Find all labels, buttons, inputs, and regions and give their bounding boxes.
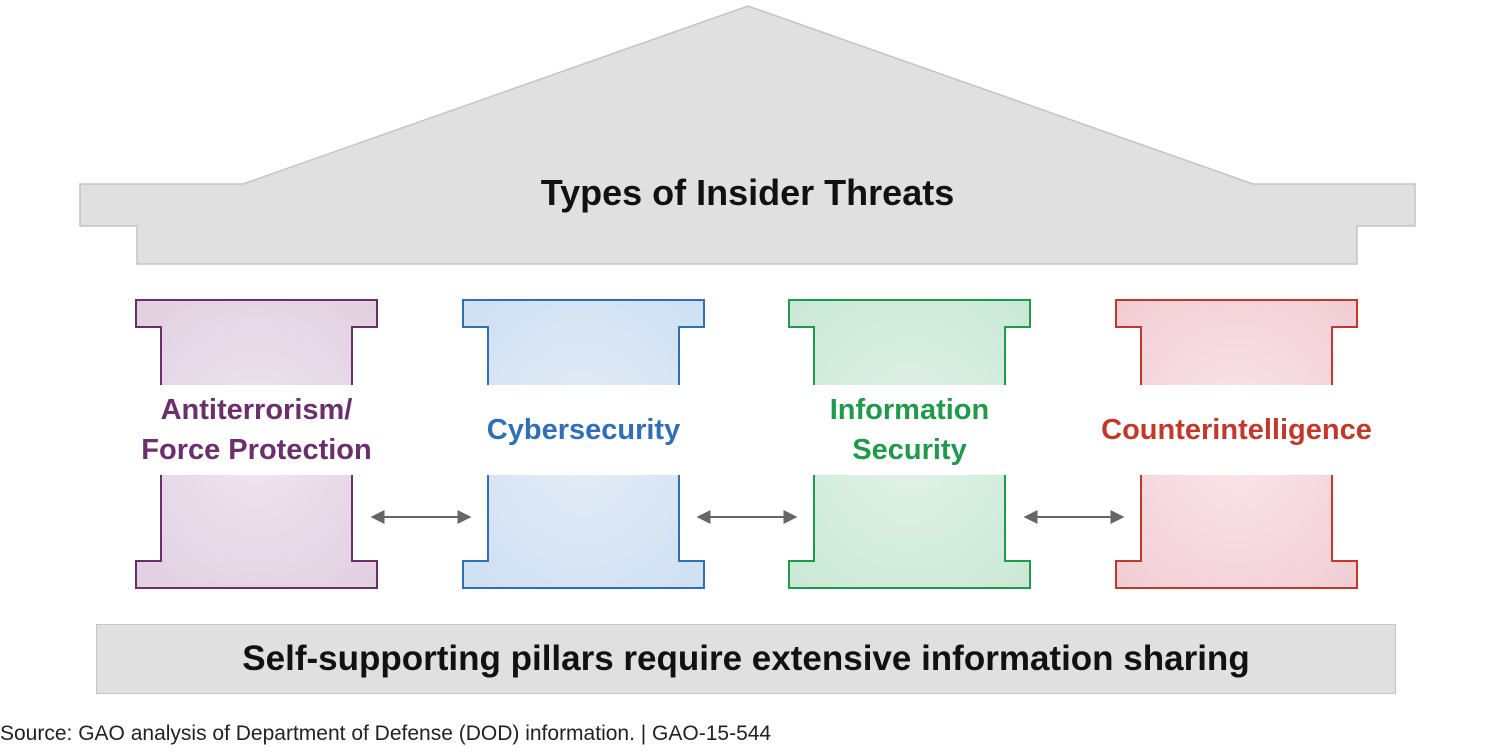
foundation-text: Self-supporting pillars require extensiv… bbox=[242, 639, 1250, 678]
roof-shape bbox=[79, 5, 1416, 265]
foundation-bar: Self-supporting pillars require extensiv… bbox=[96, 624, 1396, 694]
pillar-label-line: Information bbox=[829, 394, 990, 426]
pillar-label-line: Security bbox=[852, 434, 967, 466]
pillar-label-line: Antiterrorism/ bbox=[160, 394, 353, 426]
pillar-label-line: Force Protection bbox=[141, 434, 372, 466]
pillar-label-antiterrorism: Antiterrorism/ Force Protection bbox=[116, 385, 397, 475]
pillar-label-counterintelligence: Counterintelligence bbox=[1075, 385, 1398, 475]
pillar-label-information-security: Information Security bbox=[779, 385, 1040, 475]
source-note: Source: GAO analysis of Department of De… bbox=[0, 722, 772, 745]
pillar-label-cybersecurity: Cybersecurity bbox=[453, 385, 714, 475]
pillar-label-line: Counterintelligence bbox=[1101, 414, 1372, 446]
roof-title: Types of Insider Threats bbox=[540, 172, 955, 213]
pillar-label-line: Cybersecurity bbox=[486, 414, 681, 446]
